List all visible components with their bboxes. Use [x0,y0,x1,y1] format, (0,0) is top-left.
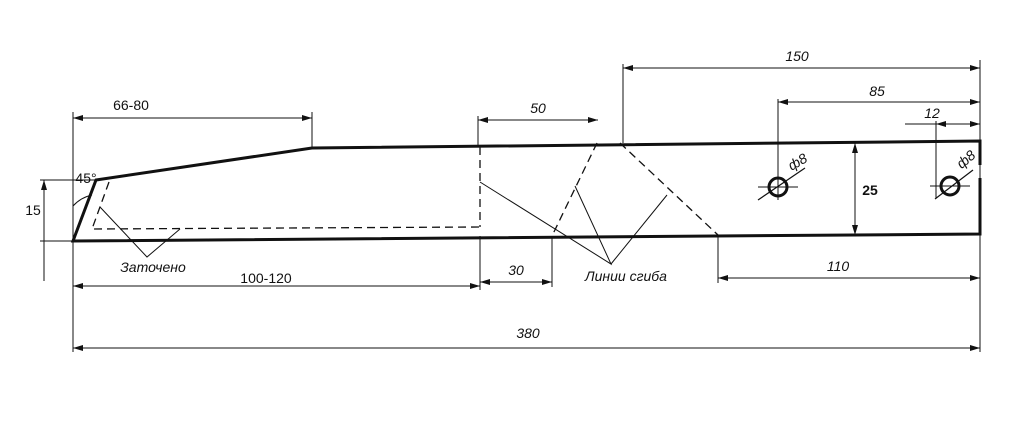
angle-arc [72,194,93,207]
dim-total-length: 380 [516,325,540,341]
hole-1 [757,167,806,201]
label-fold-lines: Линии сгиба [584,268,667,284]
dim-hole1-diameter: ф8 [785,150,810,174]
dimension-lines [41,65,980,351]
hole-2 [930,169,974,200]
dim-tip-length: 66-80 [113,97,149,113]
dim-fold-width: 50 [530,100,546,116]
dim-tip-height: 15 [25,202,41,218]
extension-lines [40,60,981,352]
dim-angle: 45° [75,170,96,186]
dim-hole2-position: 12 [924,105,940,121]
dim-width: 25 [862,182,878,198]
sharpened-zone-dashed [91,142,719,237]
dim-hole2-diameter: ф8 [953,147,978,172]
dim-sharpened-length: 100-120 [240,270,292,286]
dim-holes-span: 150 [785,48,809,64]
label-sharpened: Заточено [120,259,186,275]
dim-right-section: 110 [827,258,850,274]
part-outline [70,139,982,243]
leader-lines [99,181,668,266]
dim-hole1-position: 85 [869,83,885,99]
dim-fold-offset: 30 [508,262,524,278]
